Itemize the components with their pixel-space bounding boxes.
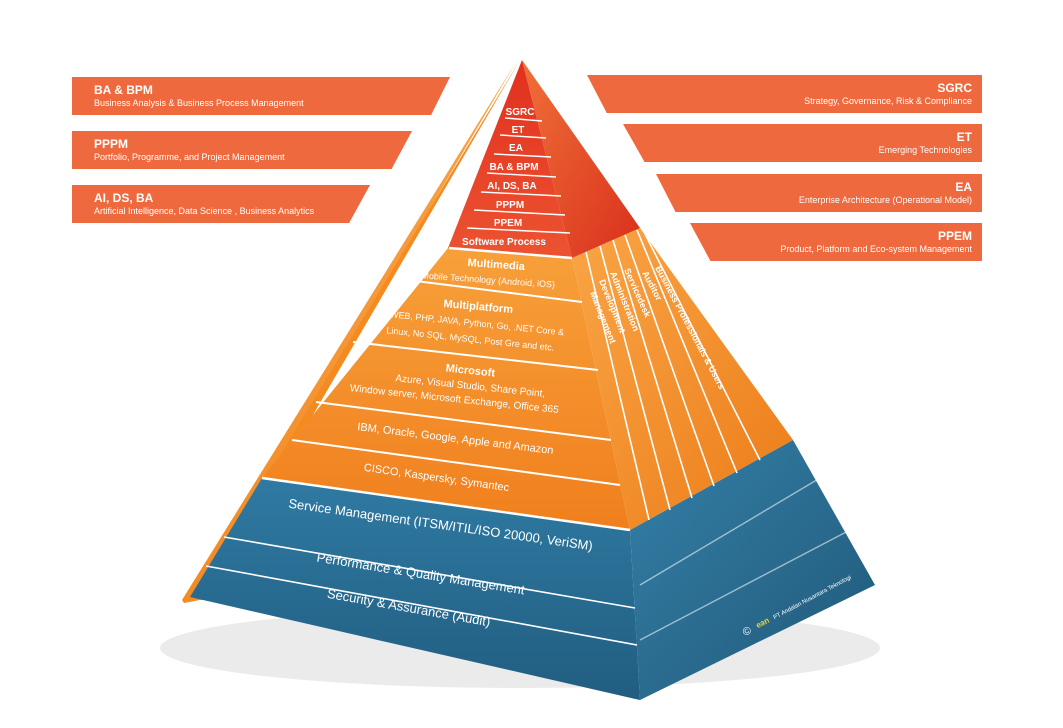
- apex-item: EA: [509, 143, 523, 154]
- apex-item: SGRC: [506, 107, 535, 118]
- apex-item: PPEM: [494, 218, 522, 229]
- apex-item: PPPM: [496, 200, 524, 211]
- label-title: BA & BPM: [94, 83, 153, 97]
- apex-item: BA & BPM: [489, 162, 538, 173]
- left-side-face: [182, 62, 516, 603]
- label-subtitle: Artificial Intelligence, Data Science , …: [94, 206, 315, 216]
- label-ai-ds-ba: AI, DS, BA Artificial Intelligence, Data…: [72, 185, 370, 223]
- label-subtitle: Portfolio, Programme, and Project Manage…: [94, 152, 285, 162]
- label-sgrc: SGRC Strategy, Governance, Risk & Compli…: [587, 75, 982, 113]
- label-title: PPPM: [94, 137, 129, 151]
- front-face-base: [190, 478, 640, 700]
- label-title: SGRC: [937, 81, 972, 95]
- label-subtitle: Product, Platform and Eco-system Managem…: [780, 244, 972, 254]
- label-subtitle: Business Analysis & Business Process Man…: [94, 98, 304, 108]
- apex-item: Software Process: [462, 237, 546, 248]
- right-face-base: [630, 440, 875, 700]
- right-face-middle: [572, 228, 793, 530]
- label-ea: EA Enterprise Architecture (Operational …: [656, 174, 982, 212]
- front-face-apex: [448, 60, 572, 258]
- front-face-middle: [262, 248, 630, 530]
- label-title: EA: [955, 180, 972, 194]
- label-pppm: PPPM Portfolio, Programme, and Project M…: [72, 131, 412, 169]
- label-subtitle: Enterprise Architecture (Operational Mod…: [798, 195, 972, 205]
- label-ba-bpm: BA & BPM Business Analysis & Business Pr…: [72, 77, 450, 115]
- label-subtitle: Strategy, Governance, Risk & Compliance: [804, 96, 972, 106]
- label-title: AI, DS, BA: [94, 191, 154, 205]
- multimedia-title: Multimedia: [467, 257, 526, 273]
- apex-item: AI, DS, BA: [487, 181, 536, 192]
- label-title: ET: [956, 130, 972, 144]
- right-base-dividers: [639, 477, 851, 641]
- right-face-dividers: [585, 229, 761, 521]
- label-et: ET Emerging Technologies: [623, 124, 982, 162]
- label-title: PPEM: [937, 229, 972, 243]
- apex-labels: SGRC ET EA BA & BPM AI, DS, BA PPPM PPEM…: [462, 107, 546, 248]
- apex-item: ET: [512, 125, 525, 136]
- label-ppem: PPEM Product, Platform and Eco-system Ma…: [690, 223, 982, 261]
- label-subtitle: Emerging Technologies: [878, 145, 972, 155]
- front-dividers: [205, 117, 638, 646]
- microsoft-title: Microsoft: [445, 362, 496, 379]
- right-face-apex: [522, 60, 640, 258]
